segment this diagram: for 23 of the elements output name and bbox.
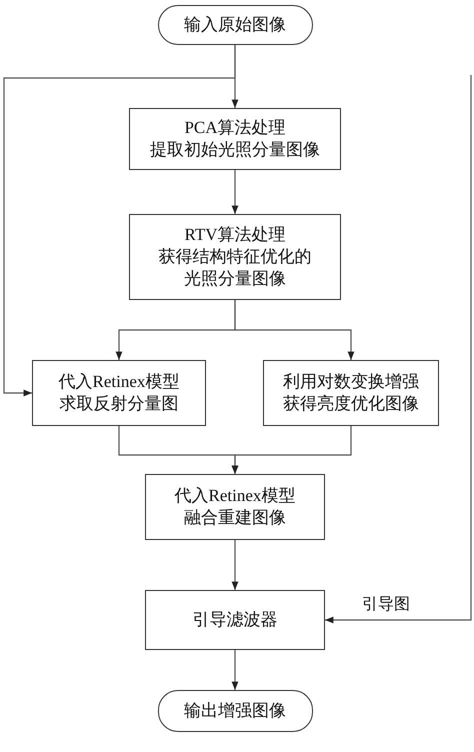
terminal-box	[158, 5, 312, 45]
arrow	[232, 540, 238, 590]
arrow	[232, 426, 352, 474]
box-text: 代入Retinex模型融合重建图像	[174, 485, 296, 529]
arrow	[3, 45, 236, 396]
process-box	[263, 360, 439, 426]
process-box	[145, 474, 325, 540]
process-box	[145, 590, 325, 650]
terminal-box	[158, 690, 312, 732]
box-text: 引导滤波器	[192, 609, 278, 631]
box-text: 输入原始图像	[183, 14, 287, 36]
arrow	[325, 75, 472, 624]
arrow	[234, 300, 354, 360]
box-text: 代入Retinex模型求取反射分量图	[58, 371, 180, 415]
box-text: 输出增强图像	[183, 700, 287, 722]
box-text: RTV算法处理获得结构特征优化的光照分量图像	[158, 224, 312, 290]
box-text: 利用对数变换增强获得亮度优化图像	[282, 371, 420, 415]
box-text: PCA算法处理提取初始光照分量图像	[149, 117, 321, 161]
process-box	[129, 214, 341, 300]
arrow	[232, 170, 238, 214]
process-box	[32, 360, 206, 426]
process-box	[129, 108, 341, 170]
arrow	[232, 650, 238, 690]
